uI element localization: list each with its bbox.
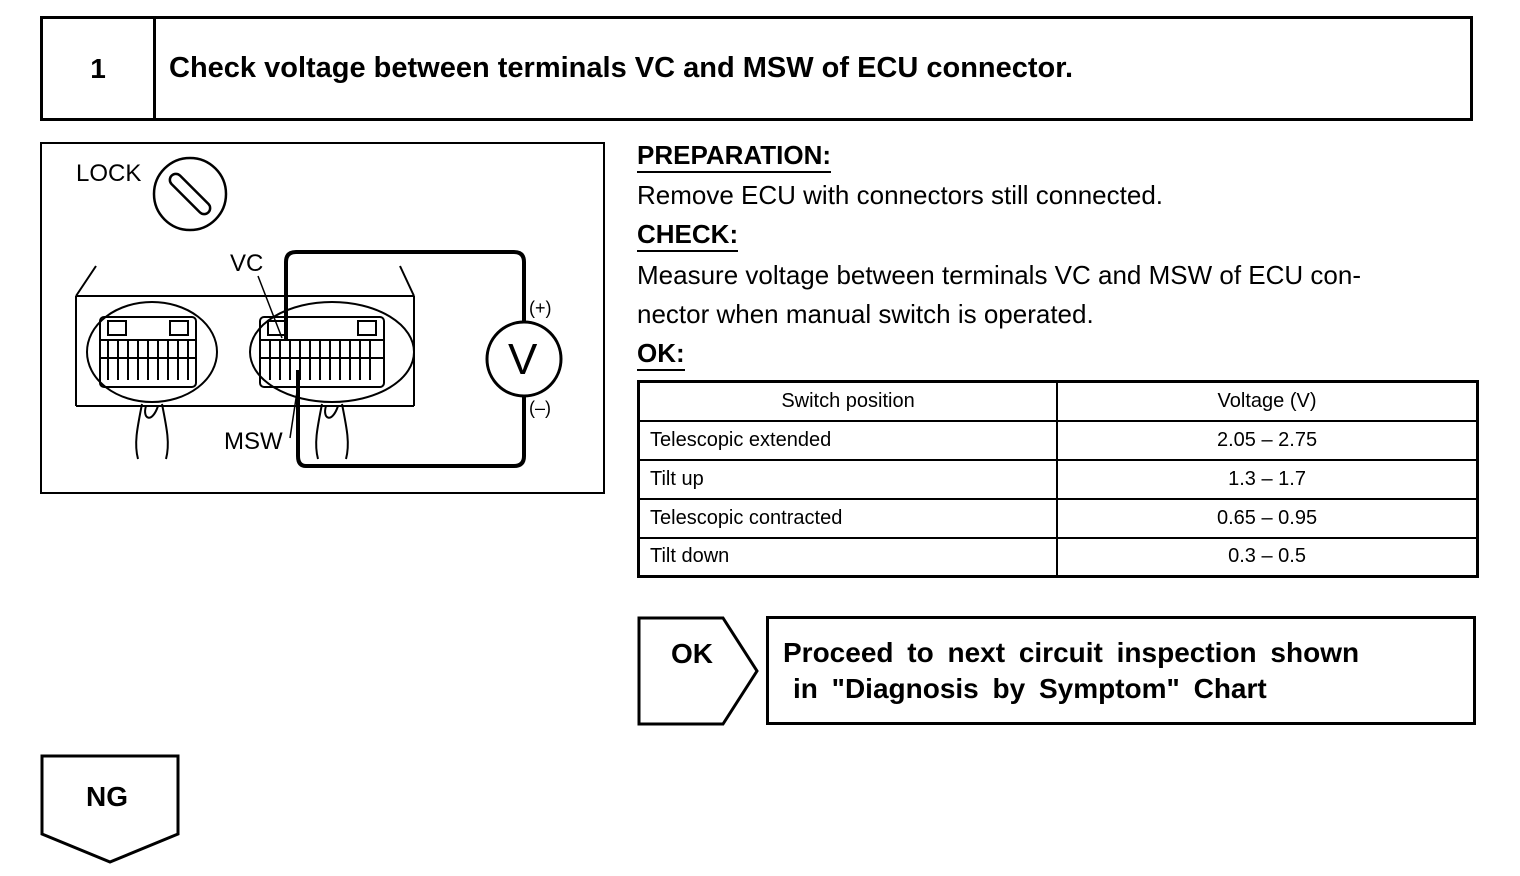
table-header-row: Switch position Voltage (V) bbox=[637, 380, 1479, 422]
table-row: Tilt up 1.3 – 1.7 bbox=[637, 458, 1479, 500]
ok-arrow-shape bbox=[637, 616, 759, 726]
column-header-switch-position: Switch position bbox=[637, 380, 1059, 422]
ok-action-line1: Proceed to next circuit inspection shown bbox=[783, 637, 1360, 668]
preparation-text: Remove ECU with connectors still connect… bbox=[637, 180, 1164, 210]
column-header-voltage: Voltage (V) bbox=[1056, 380, 1479, 422]
voltmeter-icon bbox=[485, 320, 563, 398]
lock-symbol-icon bbox=[152, 156, 228, 232]
switch-position-cell: Telescopic extended bbox=[637, 419, 1059, 461]
voltage-cell: 0.65 – 0.95 bbox=[1056, 497, 1479, 539]
ok-action-line2: in "Diagnosis by Symptom" Chart bbox=[793, 673, 1267, 704]
step-number: 1 bbox=[43, 19, 156, 118]
negative-terminal-label: (–) bbox=[529, 398, 551, 418]
table-row: Tilt down 0.3 – 0.5 bbox=[637, 536, 1479, 578]
switch-position-cell: Telescopic contracted bbox=[637, 497, 1059, 539]
table-row: Telescopic extended 2.05 – 2.75 bbox=[637, 419, 1479, 461]
ng-arrow-shape bbox=[40, 754, 180, 864]
check-text-line2: nector when manual switch is operated. bbox=[637, 299, 1094, 329]
positive-terminal-label: (+) bbox=[529, 298, 552, 318]
table-row: Telescopic contracted 0.65 – 0.95 bbox=[637, 497, 1479, 539]
voltmeter-symbol: V bbox=[508, 335, 538, 384]
step-header: 1 Check voltage between terminals VC and… bbox=[40, 16, 1473, 121]
left-connector bbox=[86, 301, 218, 460]
preparation-heading: PREPARATION: bbox=[637, 140, 832, 173]
voltage-spec-table: Switch position Voltage (V) Telescopic e… bbox=[637, 380, 1479, 578]
vc-terminal-label: VC bbox=[230, 250, 264, 277]
check-text-line1: Measure voltage between terminals VC and… bbox=[637, 260, 1361, 290]
msw-terminal-label: MSW bbox=[224, 428, 283, 455]
lock-label: LOCK bbox=[76, 160, 142, 187]
switch-position-cell: Tilt up bbox=[637, 458, 1059, 500]
check-heading: CHECK: bbox=[637, 219, 739, 252]
probe-wires bbox=[284, 250, 526, 468]
voltage-cell: 0.3 – 0.5 bbox=[1056, 536, 1479, 578]
step-title: Check voltage between terminals VC and M… bbox=[169, 52, 1074, 84]
ok-result-label: OK bbox=[671, 638, 713, 669]
ok-heading: OK: bbox=[637, 338, 685, 371]
diagram-drawing bbox=[75, 156, 563, 468]
ng-result-label: NG bbox=[86, 781, 128, 812]
ok-action-text: Proceed to next circuit inspection shown… bbox=[783, 635, 1359, 707]
switch-position-cell: Tilt down bbox=[637, 536, 1059, 578]
right-connector bbox=[249, 301, 415, 460]
voltage-cell: 2.05 – 2.75 bbox=[1056, 419, 1479, 461]
wiring-diagram: LOCK VC MSW V (+) (–) bbox=[40, 142, 605, 494]
ok-action-box: Proceed to next circuit inspection shown… bbox=[766, 616, 1476, 725]
voltage-cell: 1.3 – 1.7 bbox=[1056, 458, 1479, 500]
ecu-body bbox=[75, 265, 415, 407]
